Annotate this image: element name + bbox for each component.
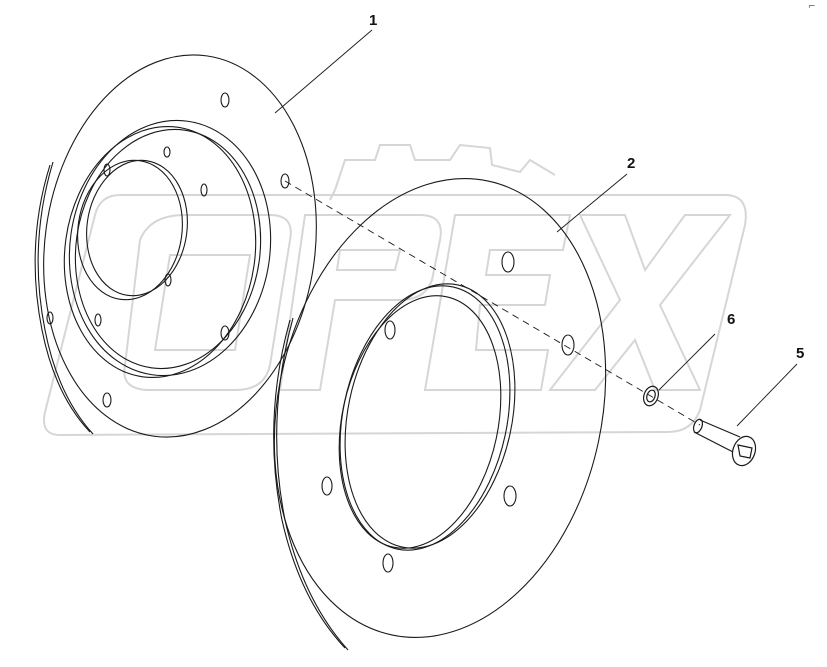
leader-5 — [736, 363, 798, 427]
leader-lines — [274, 29, 798, 427]
callout-5: 5 — [796, 345, 805, 362]
part-6-washer — [642, 385, 660, 407]
callout-2: 2 — [627, 155, 636, 172]
part-1-disc — [34, 54, 317, 438]
callout-6: 6 — [727, 311, 736, 328]
part-5-bolt — [692, 418, 757, 467]
leader-1 — [274, 29, 373, 114]
leader-6 — [658, 333, 716, 391]
leader-2 — [556, 173, 628, 233]
callout-1: 1 — [369, 12, 378, 29]
watermark-logo — [43, 143, 747, 437]
corner-mark: ⌐ — [808, 2, 816, 12]
assembly-axis — [284, 180, 701, 426]
part-2-disc — [273, 178, 607, 651]
